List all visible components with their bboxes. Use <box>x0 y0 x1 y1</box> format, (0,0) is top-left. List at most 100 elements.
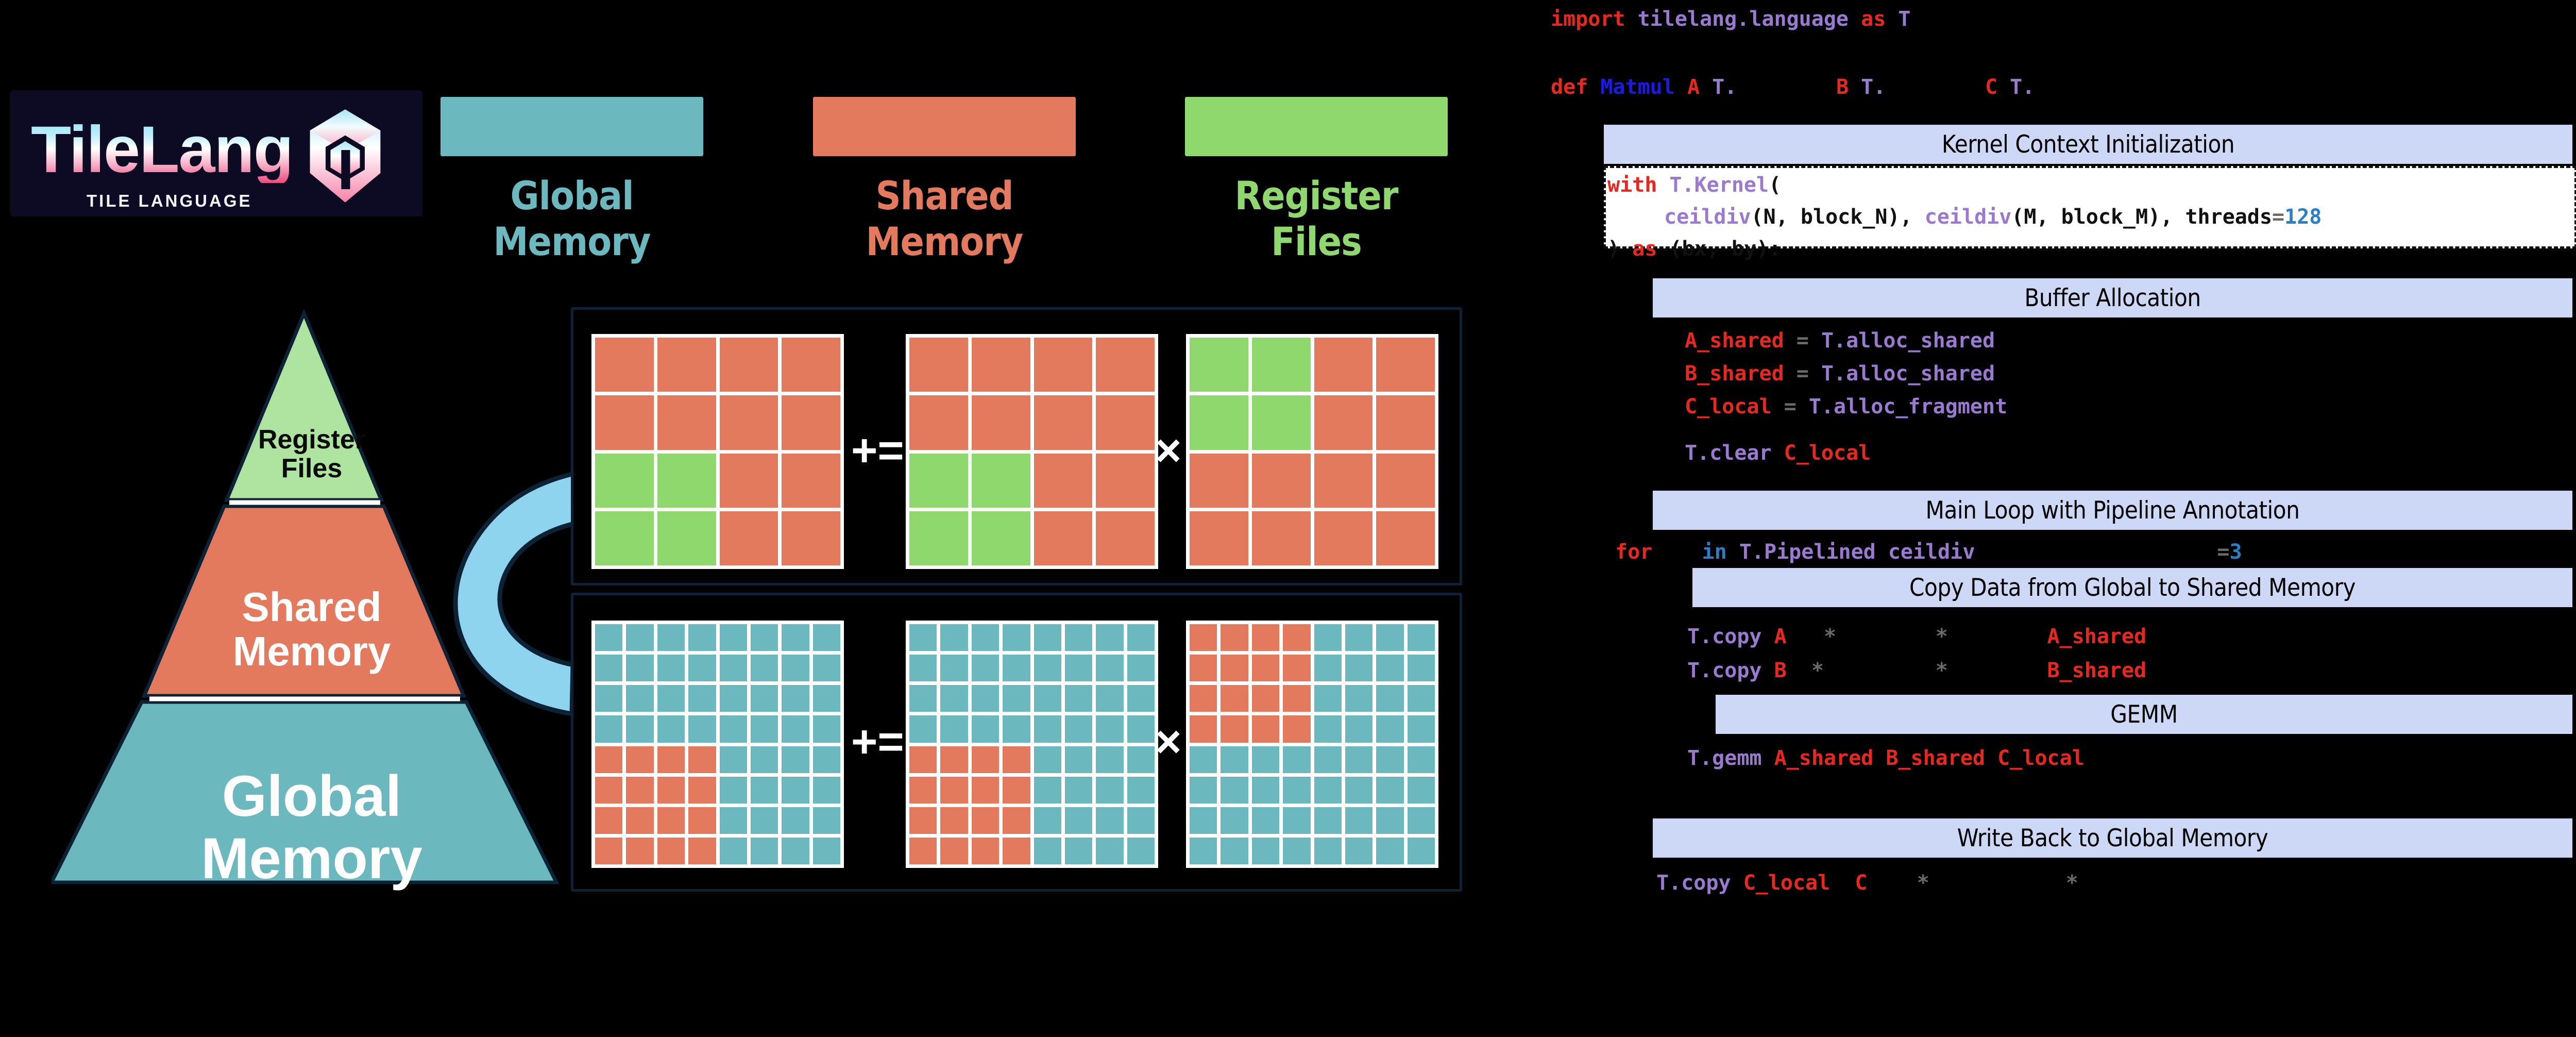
matrix-cell <box>595 655 623 682</box>
matrix-cell <box>812 837 840 864</box>
matrix-cell <box>1251 685 1280 712</box>
matrix-cell <box>1376 837 1404 864</box>
matrix-cell <box>719 395 778 450</box>
legend-label-register-files: Register Files <box>1234 173 1399 264</box>
matrix-cell <box>1345 655 1373 682</box>
call-alloc-fragment-c: T.alloc_fragment <box>1808 395 2008 419</box>
matrix-cell <box>1003 715 1030 743</box>
matrix-cell <box>1003 807 1030 834</box>
operator-multiply-top: × <box>1155 425 1182 476</box>
section-header-buffer-allocation: Buffer Allocation <box>1653 278 2572 317</box>
matrix-cell <box>1033 453 1093 508</box>
matrix-cell <box>595 624 623 651</box>
keyword-as-import: as <box>1861 7 1886 31</box>
matrix-cell <box>626 715 654 743</box>
matrix-cell <box>1314 395 1373 450</box>
paren-open: ( <box>1769 173 1782 197</box>
matrix-cell <box>1314 807 1342 834</box>
matrix-cell <box>940 746 968 773</box>
matrix-cell <box>971 655 999 682</box>
legend-swatch-register-files <box>1185 97 1448 156</box>
section-header-main-loop: Main Loop with Pipeline Annotation <box>1653 491 2572 530</box>
kernel-context-code-box <box>1604 166 2576 248</box>
matrix-cell <box>1251 624 1280 651</box>
matrix-cell <box>1096 685 1124 712</box>
matrix-cell <box>1221 624 1248 651</box>
module-tilelang-language: tilelang.language <box>1637 7 1849 31</box>
code-line-copy-b: T.copy B * * B_shared <box>1687 659 2146 682</box>
matrix-cell <box>1345 685 1373 712</box>
matrix-cell <box>782 776 809 804</box>
src-b: B <box>1774 659 1787 682</box>
matrix-cell <box>1314 715 1342 743</box>
matrix-cell <box>1314 338 1373 392</box>
matrix-cell <box>688 746 716 773</box>
matrix-cell <box>595 338 654 392</box>
matrix-cell <box>1221 685 1248 712</box>
matrix-cell <box>1221 655 1248 682</box>
matrix-cell <box>1283 624 1311 651</box>
matrix-cell <box>812 776 840 804</box>
matrix-cell <box>940 685 968 712</box>
matrix-c-global <box>591 621 844 868</box>
matrix-cell <box>657 776 685 804</box>
matrix-cell <box>1064 746 1093 773</box>
alias-T: T <box>1898 7 1911 31</box>
matrix-cell <box>1407 624 1435 651</box>
matrix-cell <box>1190 837 1217 864</box>
matrix-cell <box>688 655 716 682</box>
matrix-cell <box>812 746 840 773</box>
matrix-cell <box>782 807 809 834</box>
matrix-cell <box>719 837 747 864</box>
matrix-cell <box>595 776 623 804</box>
matrix-cell <box>1376 685 1404 712</box>
matrix-cell <box>971 776 999 804</box>
matrix-cell <box>719 624 747 651</box>
matrix-cell <box>750 746 778 773</box>
equals-a-shared: = <box>1796 329 1809 353</box>
matrix-cell <box>782 624 809 651</box>
code-line-b-shared-alloc: B_shared = T.alloc_shared <box>1685 362 1995 386</box>
matrix-cell <box>595 715 623 743</box>
matrix-cell <box>971 807 999 834</box>
matrix-cell <box>1251 776 1280 804</box>
function-name-matmul: Matmul <box>1600 75 1675 99</box>
matrix-cell <box>909 715 937 743</box>
matrix-cell <box>719 685 747 712</box>
matrix-cell <box>1376 807 1404 834</box>
matrix-cell <box>1033 395 1093 450</box>
matrix-cell <box>626 776 654 804</box>
matrix-cell <box>1221 715 1248 743</box>
equals-threads: = <box>2272 205 2285 229</box>
matrix-cell <box>1003 837 1030 864</box>
gemm-arg-a-shared: A_shared <box>1774 746 1874 770</box>
tilelang-logo: TileLang TILE LANGUAGE <box>10 90 422 216</box>
matrix-cell <box>1251 453 1311 508</box>
param-b: B <box>1836 75 1849 99</box>
value-threads-128: 128 <box>2284 205 2322 229</box>
matrix-cell <box>1345 776 1373 804</box>
legend-swatch-global-memory <box>440 97 703 156</box>
matrix-cell <box>750 776 778 804</box>
matrix-cell <box>1283 776 1311 804</box>
matrix-cell <box>1221 746 1248 773</box>
matrix-cell <box>1033 685 1061 712</box>
section-header-write-back: Write Back to Global Memory <box>1653 818 2572 858</box>
matrix-cell <box>750 624 778 651</box>
keyword-in: in <box>1702 540 1727 564</box>
matrix-cell <box>909 395 968 450</box>
call-t-copy-writeback: T.copy <box>1656 871 1731 895</box>
legend-item-global-memory: Global Memory <box>440 97 703 264</box>
matrix-cell <box>1407 715 1435 743</box>
operator-accumulate-top: += <box>851 425 904 476</box>
matrix-cell <box>750 655 778 682</box>
matrix-cell <box>1345 746 1373 773</box>
code-line-writeback: T.copy C_local C * * <box>1656 871 2078 895</box>
gemm-arg-b-shared: B_shared <box>1886 746 1985 770</box>
matrix-cell <box>595 837 623 864</box>
matrix-cell <box>688 837 716 864</box>
matrix-cell <box>1190 685 1217 712</box>
matrix-cell <box>1127 655 1155 682</box>
